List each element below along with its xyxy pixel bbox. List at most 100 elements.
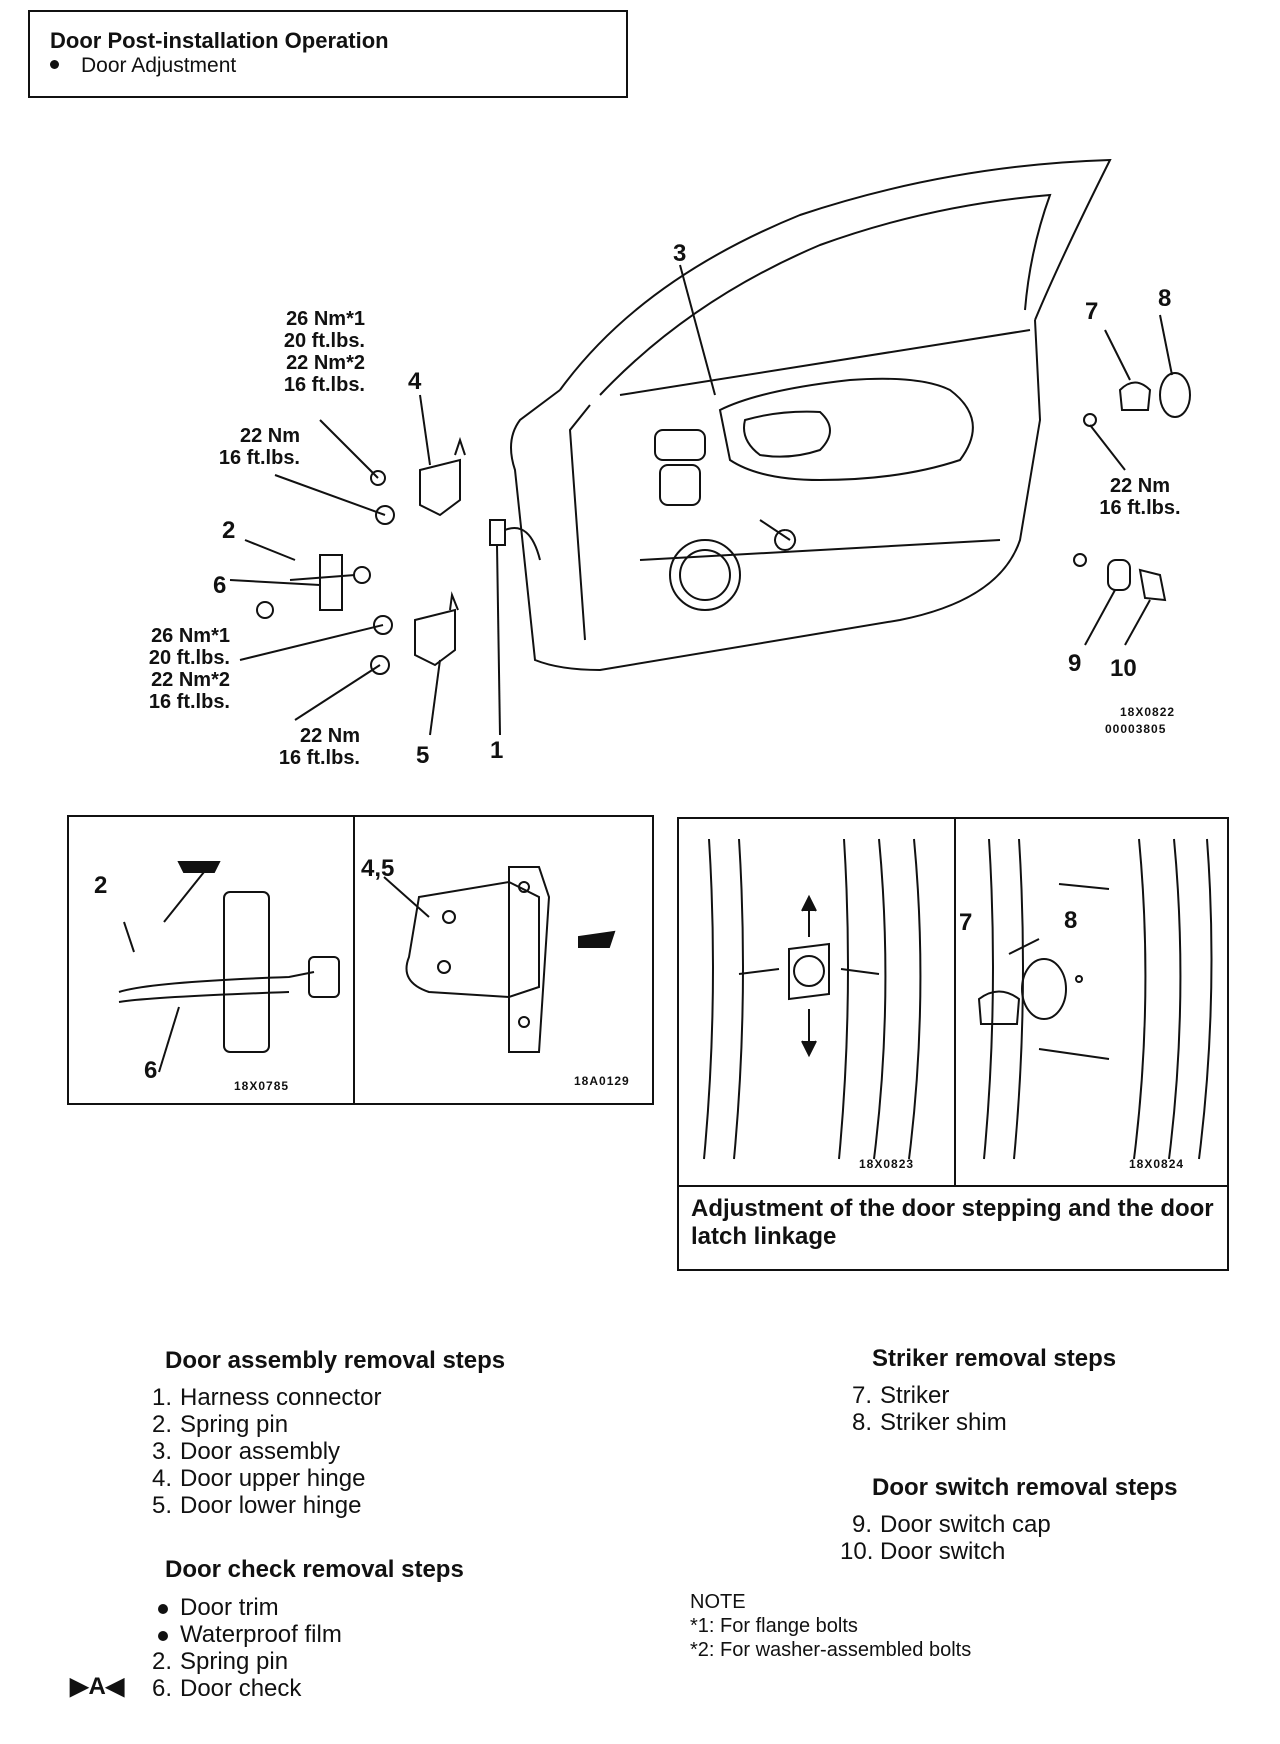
list-item-number: 6. — [151, 1675, 172, 1702]
detail-code-b: 18A0129 — [574, 1074, 630, 1088]
callout-3: 3 — [673, 240, 687, 267]
procedure-marker-icon: ▶A◀ — [70, 1673, 125, 1700]
door-check-part — [289, 574, 356, 581]
note-line: *1: For flange bolts — [690, 1615, 858, 1637]
list-item-number: 1. — [151, 1384, 172, 1411]
torque-line: 20 ft.lbs. — [283, 330, 365, 352]
door-check-list: Door trim Waterproof film 2.Spring pin 6… — [140, 1594, 342, 1702]
door-switch-list: 9.Door switch cap 10.Door switch — [840, 1511, 1051, 1565]
detail-label-4-5: 4,5 — [361, 855, 395, 882]
list-item: 2.Spring pin — [140, 1648, 342, 1675]
torque-line: 22 Nm — [299, 725, 360, 747]
list-item-text: Door switch — [880, 1538, 1006, 1565]
door-trim-line — [619, 329, 1031, 396]
header-bullet: Door Adjustment — [50, 54, 236, 78]
figure-code-2: 00003805 — [1105, 722, 1167, 736]
note-title: NOTE — [690, 1591, 746, 1613]
note-line: *2: For washer-assembled bolts — [690, 1639, 972, 1661]
list-item-number: 4. — [151, 1465, 172, 1492]
list-item: 2. Spring pin — [140, 1411, 381, 1438]
torque-line: 26 Nm*1 — [286, 308, 365, 330]
door-inner-edge — [568, 404, 591, 641]
striker-list: 7. Striker 8. Striker shim — [840, 1382, 1007, 1436]
list-item-text: Door lower hinge — [180, 1492, 362, 1519]
door-lower-edge — [639, 539, 1001, 561]
header-box: Door Post-installation Operation Door Ad… — [28, 10, 628, 98]
list-item-text: Spring pin — [180, 1411, 289, 1438]
callout-6: 6 — [213, 572, 227, 599]
note-block: NOTE *1: For flange bolts *2: For washer… — [690, 1590, 971, 1662]
detail-caption: Adjustment of the door stepping and the … — [691, 1195, 1214, 1250]
list-item-text: Waterproof film — [180, 1621, 342, 1648]
door-window-inner — [599, 193, 1052, 396]
callout-8: 8 — [1158, 285, 1172, 312]
caption-divider — [679, 1185, 1227, 1187]
door-switch-heading: Door switch removal steps — [872, 1474, 1178, 1501]
detail-right-art — [703, 838, 1213, 1160]
door-assembly-list: 1. Harness connector 2. Spring pin 3. Door … — [140, 1384, 381, 1519]
list-item: 5. Door lower hinge — [140, 1492, 381, 1519]
list-item: 10.Door switch — [840, 1538, 1051, 1565]
header-bullet-text: Door Adjustment — [81, 54, 237, 77]
door-armrest — [718, 377, 974, 482]
door-window-frame — [559, 158, 1112, 391]
torque-line: 22 Nm — [239, 425, 300, 447]
callout-4: 4 — [408, 368, 422, 395]
list-item-text: Striker — [880, 1382, 950, 1409]
torque-line: 20 ft.lbs. — [148, 647, 230, 669]
list-item: 3. Door assembly — [140, 1438, 381, 1465]
bullet-dot-icon — [50, 59, 59, 69]
bullet-dot-icon — [140, 1621, 172, 1648]
list-item: 7. Striker — [840, 1382, 1007, 1409]
torque-line: 26 Nm*1 — [151, 625, 230, 647]
detail-box-left: 2 6 4,5 18X0785 18A0129 — [67, 815, 654, 1105]
door-assembly-heading: Door assembly removal steps — [165, 1347, 506, 1374]
list-item: 9.Door switch cap — [840, 1511, 1051, 1538]
callout-2: 2 — [222, 517, 236, 544]
detail-label-2: 2 — [94, 872, 108, 899]
upper-hinge-part — [419, 458, 461, 517]
door-check-heading: Door check removal steps — [165, 1556, 464, 1583]
detail-label-6: 6 — [144, 1057, 158, 1084]
torque-striker: 22 Nm 16 ft.lbs. — [1080, 475, 1200, 519]
detail-label-7: 7 — [959, 909, 973, 936]
list-item-text: Harness connector — [180, 1384, 382, 1411]
list-item-text: Door trim — [180, 1594, 279, 1621]
torque-line: 22 Nm*2 — [286, 352, 365, 374]
detail-code-a: 18X0785 — [234, 1079, 290, 1093]
door-check-nut — [256, 601, 274, 619]
detail-divider — [353, 817, 355, 1103]
list-item: 4.Door upper hinge — [140, 1465, 381, 1492]
lower-hinge-part — [414, 608, 456, 667]
window-crank — [759, 519, 797, 551]
torque-line: 16 ft.lbs. — [148, 691, 230, 713]
callout-1: 1 — [490, 737, 504, 764]
list-item-number: 7. — [851, 1382, 872, 1409]
header-title: Door Post-installation Operation — [50, 28, 389, 53]
figure-code-1: 18X0822 — [1120, 705, 1176, 719]
callout-7: 7 — [1085, 298, 1099, 325]
list-item: Door trim — [140, 1594, 342, 1621]
detail-box-right: 7 8 18X0823 18X0824 Adjustment of the do… — [677, 817, 1229, 1271]
detail-divider — [954, 819, 956, 1185]
torque-lower-hinge: 26 Nm*1 20 ft.lbs. 22 Nm*2 16 ft.lbs. — [110, 625, 230, 713]
striker-heading: Striker removal steps — [872, 1345, 1117, 1372]
list-item: Waterproof film — [140, 1621, 342, 1648]
list-item: 8. Striker shim — [840, 1409, 1007, 1436]
torque-line: 16 ft.lbs. — [283, 374, 365, 396]
list-item-text: Door switch cap — [880, 1511, 1051, 1538]
detail-left-art — [118, 861, 616, 1073]
list-item-text: Door assembly — [180, 1438, 341, 1465]
list-item-text: Striker shim — [880, 1409, 1007, 1436]
list-item-number: 5. — [151, 1492, 172, 1519]
door-switch-cap-part — [1107, 559, 1131, 591]
list-item-number: 8. — [851, 1409, 872, 1436]
torque-line: 16 ft.lbs. — [278, 747, 360, 769]
list-item-number: 2. — [151, 1411, 172, 1438]
list-item-number: 3. — [151, 1438, 172, 1465]
list-item-text: Door check — [180, 1675, 302, 1702]
torque-lower-hinge-lower: 22 Nm 16 ft.lbs. — [240, 725, 360, 769]
detail-code-a: 18X0823 — [859, 1157, 915, 1171]
door-lock-recess — [659, 464, 701, 506]
